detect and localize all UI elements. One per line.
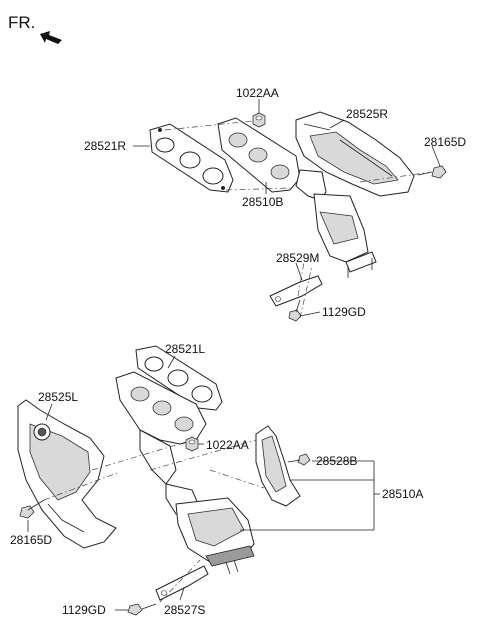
part-labels: 1022AA 28525R 28521R 28165D 28510B 28529… xyxy=(10,86,466,617)
gasket-right xyxy=(149,123,234,193)
connection-lines-lower xyxy=(43,439,265,603)
label-1022aa-upper: 1022AA xyxy=(236,86,279,100)
label-28521l: 28521L xyxy=(165,342,205,356)
label-28529m: 28529M xyxy=(276,251,319,265)
gasket-left xyxy=(135,345,223,411)
bolt-bracket-left xyxy=(127,603,157,616)
label-28521r: 28521R xyxy=(84,139,126,153)
bolt-heat-shield xyxy=(287,453,311,466)
bracket-left xyxy=(155,565,209,601)
nut-upper xyxy=(252,112,266,128)
front-label: FR. xyxy=(8,13,35,32)
nut-lower xyxy=(185,436,199,452)
manifold-right xyxy=(217,117,377,278)
leader-lines-upper xyxy=(133,99,441,317)
label-28510b: 28510B xyxy=(242,195,283,209)
heat-shield-left xyxy=(17,399,117,549)
label-1129gd-lower: 1129GD xyxy=(62,603,106,617)
leader-lines-lower xyxy=(27,355,380,611)
label-1022aa-lower: 1022AA xyxy=(206,438,249,452)
front-arrow-icon xyxy=(40,31,62,44)
bolt-left xyxy=(19,499,45,519)
label-28510a: 28510A xyxy=(382,487,423,501)
label-28528b: 28528B xyxy=(316,454,357,468)
heat-shield-bracket xyxy=(255,425,301,507)
connection-lines-upper xyxy=(164,120,433,319)
bolt-bracket-right xyxy=(288,299,302,322)
label-28525l: 28525L xyxy=(38,390,78,404)
label-1129gd-upper: 1129GD xyxy=(322,305,366,319)
label-28165d-lower: 28165D xyxy=(10,533,52,547)
manifold-left xyxy=(115,371,255,575)
bracket-right xyxy=(269,275,323,307)
heat-shield-right xyxy=(295,111,415,197)
front-direction-marker: FR. xyxy=(8,13,62,44)
label-28165d-upper: 28165D xyxy=(424,135,466,149)
label-28525r: 28525R xyxy=(346,107,388,121)
label-28527s: 28527S xyxy=(164,603,205,617)
